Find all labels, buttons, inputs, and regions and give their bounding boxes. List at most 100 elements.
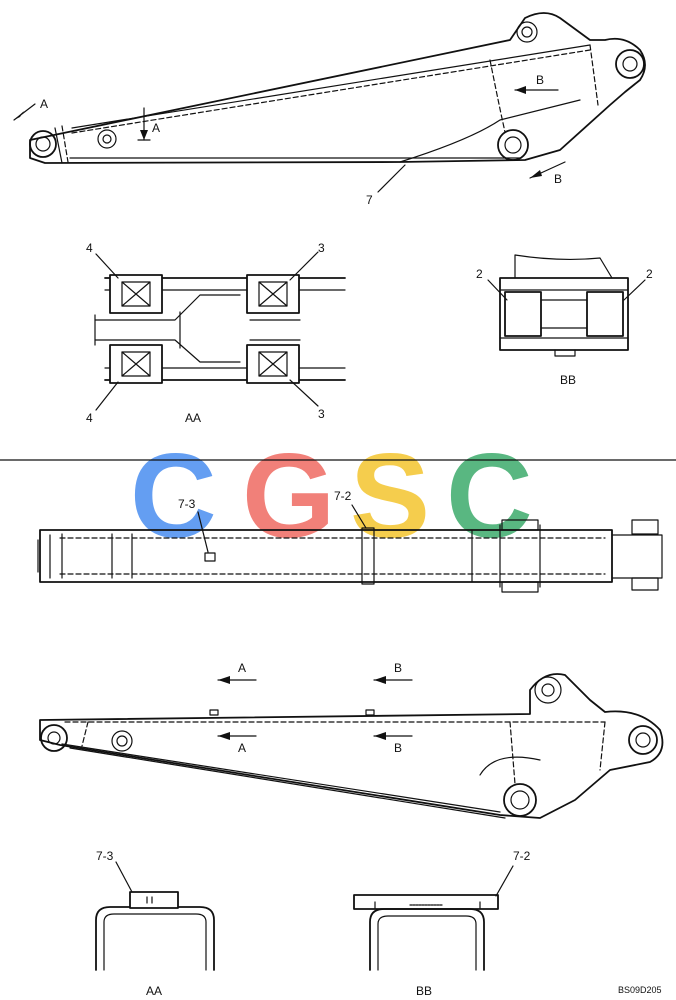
part-7-label: 7 bbox=[366, 193, 373, 207]
aa-pad-upper-right-x bbox=[258, 281, 288, 307]
section-b-label-2: B bbox=[554, 172, 562, 186]
leader-4-top bbox=[95, 253, 119, 279]
boss-circle bbox=[97, 129, 117, 149]
boom-outline-bottom bbox=[39, 673, 664, 819]
leader-2-right bbox=[623, 279, 646, 301]
section-a-arrowhead bbox=[14, 111, 24, 120]
part-3-label-bottom: 3 bbox=[318, 407, 325, 421]
center-pin-outer-bottom bbox=[503, 783, 537, 817]
watermark-letter-1: C bbox=[130, 429, 217, 563]
plan-center-bracket-top bbox=[501, 519, 539, 531]
leader-7-2-detail bbox=[495, 865, 514, 897]
aa-pad-upper-left-inner bbox=[121, 281, 151, 307]
leader-3-bottom bbox=[289, 379, 319, 407]
foot-pin-inner-bottom bbox=[47, 731, 61, 745]
detail-bb-outer bbox=[369, 908, 485, 971]
bb-top-curve bbox=[514, 254, 613, 279]
top-bracket-pin bbox=[516, 21, 538, 43]
detail-bb-inner bbox=[377, 915, 477, 971]
foot-weld-dash-bottom bbox=[81, 721, 89, 747]
leader-7-2-plan bbox=[351, 504, 367, 529]
pad-marker-7-3 bbox=[209, 709, 219, 716]
center-pin-inner bbox=[504, 136, 522, 154]
part-7-3-label-detail: 7-3 bbox=[96, 849, 114, 863]
boom-outline bbox=[29, 12, 646, 164]
head-weld-dash bbox=[589, 44, 599, 106]
bb-inner-lines bbox=[499, 289, 629, 339]
part-7-2-label-detail: 7-2 bbox=[513, 849, 531, 863]
section-a-label-3: A bbox=[238, 661, 246, 675]
detail-bb: 7-2 BB bbox=[353, 849, 531, 998]
section-b-top-arrowhead bbox=[515, 86, 526, 94]
head-pin-inner bbox=[622, 56, 638, 72]
detail-aa-inner bbox=[103, 913, 207, 971]
foot-weld-dash bbox=[61, 125, 69, 163]
aa-center-right bbox=[249, 319, 301, 341]
pad-marker-7-2 bbox=[365, 709, 375, 716]
plan-foot-lines bbox=[37, 534, 51, 579]
plan-pad-7-3 bbox=[204, 552, 216, 562]
boom-plan-view: 7-3 7-2 bbox=[37, 489, 663, 593]
foot-plate bbox=[54, 127, 63, 164]
aa-pad-lower-right-inner bbox=[258, 351, 288, 377]
bb-bottom-tab bbox=[554, 349, 576, 357]
detail-aa-pad-marks bbox=[146, 896, 153, 904]
plan-weld-dashes bbox=[59, 537, 606, 575]
detail-aa-outer bbox=[95, 906, 215, 971]
plan-pad-7-2 bbox=[361, 527, 375, 585]
section-a-label-4: A bbox=[238, 741, 246, 755]
aa-pad-upper-right-inner bbox=[258, 281, 288, 307]
boom-weld-line-top bbox=[71, 49, 591, 134]
aa-pad-lower-left-x bbox=[121, 351, 151, 377]
plan-foot-webs bbox=[61, 533, 133, 579]
leader-3-top bbox=[289, 251, 319, 281]
bb-pad-left bbox=[504, 291, 542, 337]
gusset-curve bbox=[399, 99, 581, 163]
section-aa-top-view: 4 4 3 3 AA bbox=[86, 241, 346, 425]
foot-pin-inner bbox=[35, 136, 51, 152]
part-2-label-left: 2 bbox=[476, 267, 483, 281]
part-7-3-label-plan: 7-3 bbox=[178, 497, 196, 511]
top-bracket-pin-inner bbox=[521, 26, 533, 38]
detail-aa: 7-3 AA bbox=[95, 849, 215, 998]
aa-pad-lower-left-inner bbox=[121, 351, 151, 377]
section-b-label-4: B bbox=[394, 741, 402, 755]
plan-head-lug-bottom bbox=[631, 577, 659, 591]
aa-center-body bbox=[94, 294, 241, 363]
detail-aa-pad bbox=[129, 891, 179, 909]
bb-outer-box bbox=[499, 277, 629, 351]
boom-bottom-plate-bottom-2 bbox=[69, 747, 506, 819]
weld-dash-center bbox=[489, 59, 506, 133]
head-pin-inner-bottom bbox=[635, 732, 651, 748]
leader-2-left bbox=[487, 279, 508, 301]
boom-top-inner-line bbox=[71, 44, 591, 129]
head-weld-dash-bottom bbox=[599, 721, 606, 771]
bb-pad-right bbox=[586, 291, 624, 337]
plan-head-lug-top bbox=[631, 519, 659, 535]
view-bb-label-1: BB bbox=[560, 373, 576, 387]
drawing-code: BS09D205 bbox=[618, 985, 662, 995]
center-pin-inner-bottom bbox=[510, 790, 530, 810]
section-a-top-arrowhead-bottom bbox=[218, 676, 230, 684]
section-a-label-2: A bbox=[152, 121, 160, 135]
section-b-label-1: B bbox=[536, 73, 544, 87]
plan-center-webs bbox=[471, 524, 541, 588]
part-4-label-bottom: 4 bbox=[86, 411, 93, 425]
head-pin-outer-bottom bbox=[628, 725, 658, 755]
section-b-bottom-arrowhead-bottom bbox=[374, 732, 386, 740]
part-4-label-top: 4 bbox=[86, 241, 93, 255]
section-bb-end-view: 2 2 BB bbox=[476, 254, 653, 387]
head-pin-outer bbox=[615, 49, 645, 79]
view-aa-label-2: AA bbox=[146, 984, 162, 998]
section-a-down-arrowhead bbox=[140, 130, 148, 140]
plan-outer bbox=[39, 529, 613, 583]
boss-circle-inner-bottom bbox=[116, 735, 128, 747]
boss-circle-inner bbox=[102, 134, 112, 144]
detail-bb-ticks bbox=[374, 901, 481, 909]
section-a-label-1: A bbox=[40, 97, 48, 111]
plan-head bbox=[611, 534, 663, 579]
section-a-bottom-arrowhead-bottom bbox=[218, 732, 230, 740]
plan-center-bracket-bottom bbox=[501, 581, 539, 593]
